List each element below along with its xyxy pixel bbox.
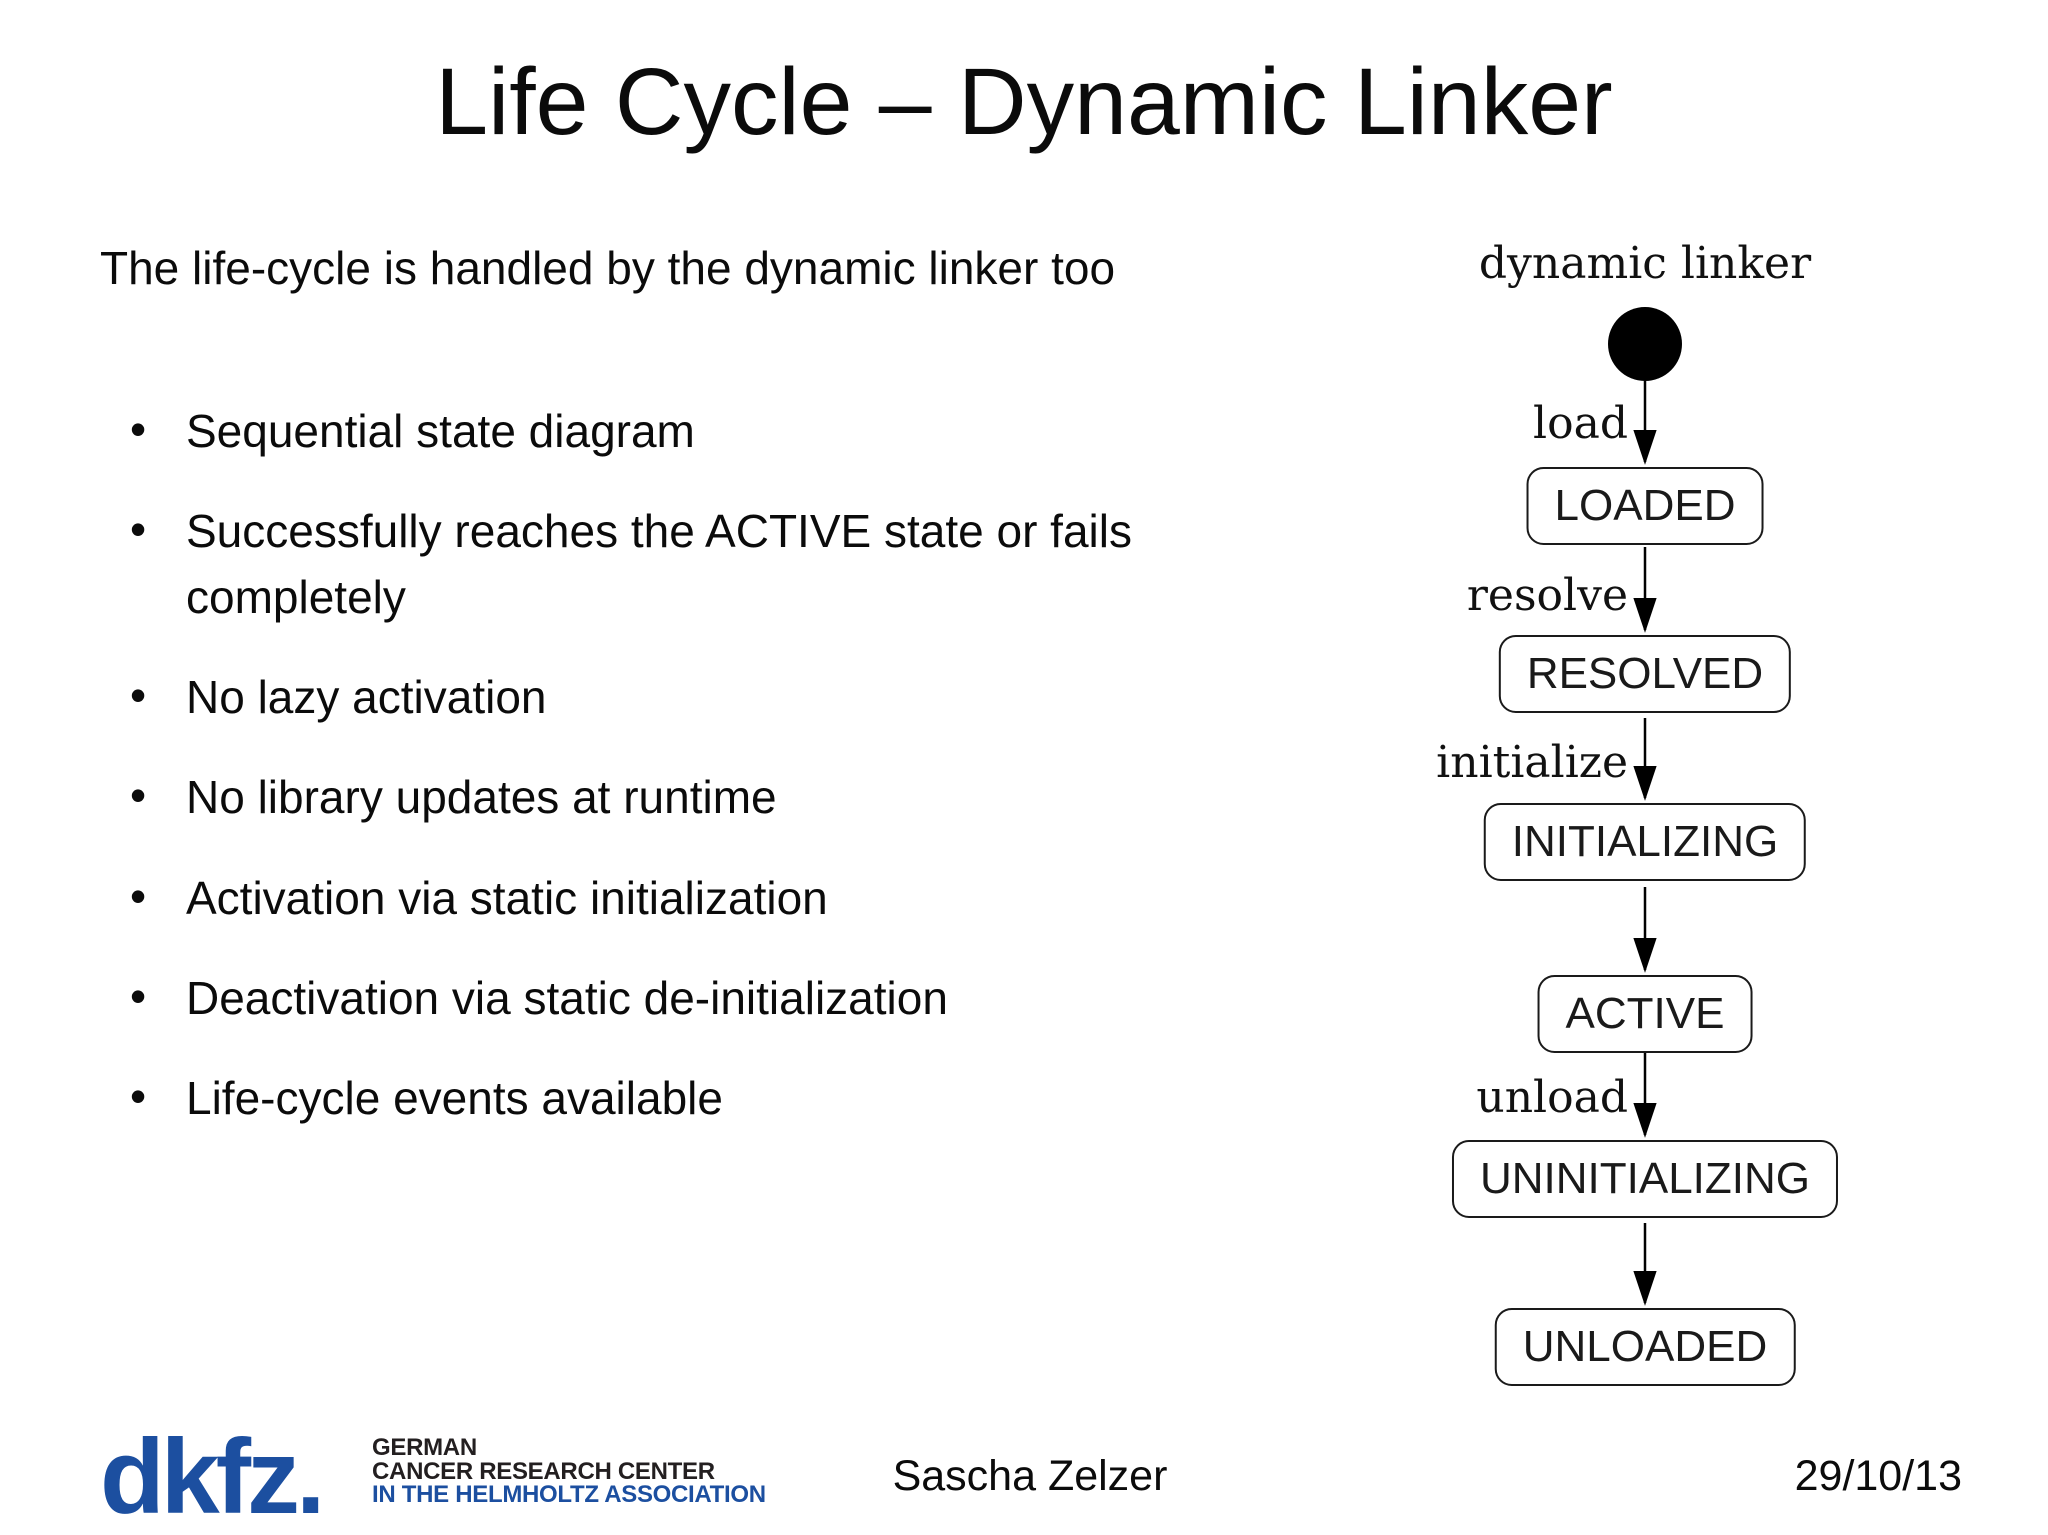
logo-line-2: CANCER RESEARCH CENTER — [372, 1457, 715, 1485]
slide-title: Life Cycle – Dynamic Linker — [435, 49, 1613, 155]
bullet-item: No library updates at runtime — [130, 763, 1310, 830]
edge-label-resolve: resolve — [1466, 570, 1628, 621]
bullet-item: Deactivation via static de-initializatio… — [130, 964, 1310, 1031]
dkfz-logo-text: GERMAN CANCER RESEARCH CENTER IN THE HEL… — [372, 1436, 766, 1507]
intro-paragraph: The life-cycle is handled by the dynamic… — [100, 242, 1116, 294]
diagram-title: dynamic linker — [1478, 238, 1812, 289]
bullet-item: No lazy activation — [130, 663, 1310, 730]
edge-label-unload: unload — [1476, 1072, 1628, 1123]
bullet-list: Sequential state diagram Successfully re… — [130, 397, 1310, 1167]
dkfz-logo: dkfz. — [100, 1418, 325, 1535]
footer-date: 29/10/13 — [1794, 1452, 1962, 1500]
initial-state-icon — [1608, 307, 1682, 381]
bullet-item: Life-cycle events available — [130, 1064, 1310, 1131]
bullet-item: Sequential state diagram — [130, 397, 1310, 464]
state-initializing: INITIALIZING — [1483, 803, 1807, 881]
logo-line-3: IN THE HELMHOLTZ ASSOCIATION — [372, 1481, 766, 1508]
edge-label-initialize: initialize — [1436, 737, 1628, 788]
edge-label-load: load — [1533, 398, 1628, 449]
bullet-item: Activation via static initialization — [130, 864, 1310, 931]
state-unloaded: UNLOADED — [1494, 1308, 1796, 1386]
bullet-item: Successfully reaches the ACTIVE state or… — [130, 497, 1310, 630]
state-active: ACTIVE — [1537, 975, 1753, 1053]
state-loaded: LOADED — [1526, 467, 1764, 545]
state-resolved: RESOLVED — [1498, 635, 1792, 713]
state-uninitializing: UNINITIALIZING — [1451, 1140, 1839, 1218]
footer-author: Sascha Zelzer — [892, 1452, 1168, 1500]
logo-line-1: GERMAN — [372, 1434, 477, 1461]
